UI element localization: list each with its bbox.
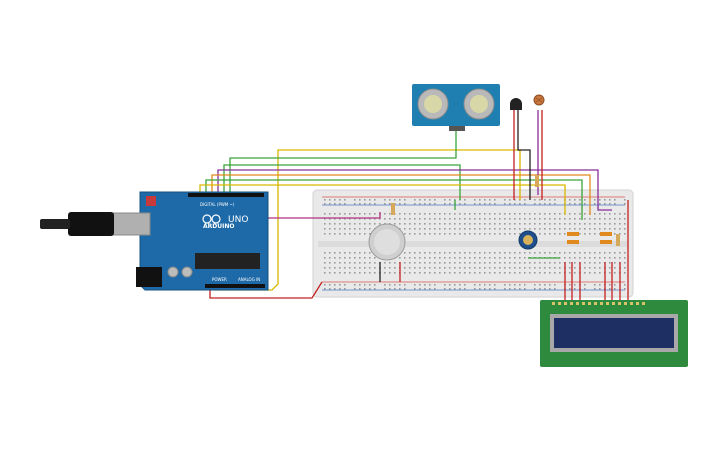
arduino-logo-icon [202, 214, 221, 224]
arduino-model-label: UNO [228, 215, 248, 225]
gas-sensor-icon[interactable] [368, 223, 406, 261]
lcd-pins [552, 302, 645, 305]
analog-in-label: ANALOG IN [238, 277, 260, 282]
potentiometer-icon[interactable] [518, 230, 538, 250]
arduino-board[interactable]: DIGITAL (PWM ~) ARDUINO UNO POWER ANALOG… [40, 191, 269, 291]
power-label: POWER [212, 277, 227, 282]
arduino-brand-label: ARDUINO [203, 223, 234, 230]
photoresistor-icon[interactable] [533, 94, 545, 106]
resistors [391, 175, 620, 246]
wires [199, 110, 629, 300]
lcd-display-icon[interactable] [540, 300, 688, 367]
digital-header-label: DIGITAL (PWM ~) [200, 202, 235, 207]
temperature-sensor-icon[interactable] [510, 98, 522, 110]
ultrasonic-sensor-icon[interactable] [412, 84, 500, 131]
breadboard[interactable] [312, 189, 634, 298]
